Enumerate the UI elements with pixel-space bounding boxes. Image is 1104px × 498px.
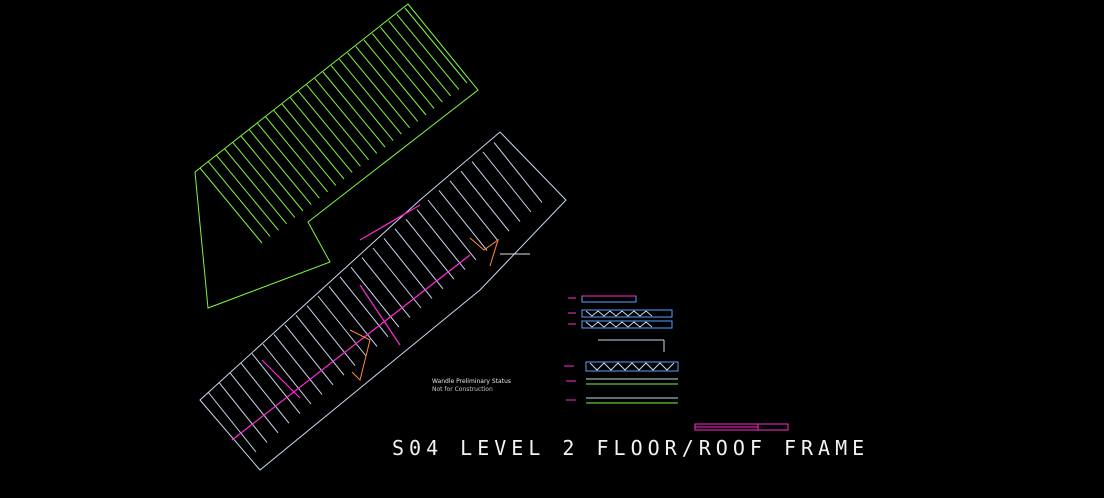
main-beam-line (231, 254, 471, 441)
upper-joist-line (240, 135, 304, 212)
detail-3-truss (585, 321, 653, 328)
upper-frame-outline (194, 3, 479, 309)
upper-joist-line (257, 122, 320, 199)
lower-frame-joists (207, 142, 543, 453)
lower-joist-line (438, 190, 488, 251)
detail-5-truss (589, 362, 675, 371)
lower-joist-line (328, 286, 378, 347)
scale-bar (694, 423, 789, 431)
lower-joist-line (317, 295, 367, 357)
lower-joist-line (427, 199, 477, 261)
upper-joist-line (207, 161, 271, 237)
upper-joist-line (289, 97, 353, 173)
stair-outline (469, 237, 499, 267)
upper-joist-line (314, 78, 378, 154)
lower-joist-line (273, 334, 323, 395)
lower-joist-line (416, 209, 466, 270)
sheet-title: S04 LEVEL 2 FLOOR/ROOF FRAME (392, 436, 870, 460)
upper-joist-line (396, 14, 460, 90)
void-outline (349, 329, 371, 381)
lower-joist-line (394, 228, 444, 290)
lower-joist-line (207, 391, 257, 453)
upper-joist-line (347, 52, 410, 129)
upper-frame-joists (199, 7, 468, 244)
lower-joist-line (284, 324, 334, 386)
secondary-beam-line (261, 359, 301, 399)
detail-2-truss (585, 310, 653, 317)
lower-frame-outline (199, 131, 567, 471)
upper-joist-line (339, 58, 402, 135)
upper-joist-line (273, 110, 337, 186)
lower-joist-line (449, 180, 499, 242)
upper-joist-line (371, 33, 435, 109)
lower-joist-line (460, 170, 510, 232)
upper-joist-line (248, 129, 312, 205)
lower-joist-line (251, 353, 301, 414)
upper-joist-line (404, 7, 468, 84)
upper-beam-line (359, 204, 421, 241)
upper-joist-line (363, 39, 427, 116)
detail-5 (585, 361, 679, 372)
upper-joist-line (380, 26, 443, 103)
upper-joist-line (330, 65, 394, 141)
lower-joist-line (493, 142, 543, 203)
upper-joist-line (232, 142, 296, 218)
lower-joist-line (482, 151, 532, 213)
detail-3 (581, 320, 673, 329)
lower-joist-line (405, 218, 455, 280)
upper-joist-line (298, 90, 361, 167)
upper-joist-line (199, 167, 263, 244)
detail-2 (581, 309, 673, 318)
lower-joist-line (339, 276, 389, 338)
lower-joist-line (471, 161, 521, 222)
status-note: Wandle Preliminary Status (432, 378, 512, 385)
lower-joist-line (240, 362, 290, 424)
upper-joist-line (265, 116, 328, 193)
detail-1 (581, 295, 637, 303)
section-details (564, 295, 679, 404)
upper-joist-line (388, 20, 451, 97)
stair-accents (349, 237, 530, 381)
upper-roof-frame (194, 3, 479, 309)
lower-joist-line (383, 238, 433, 299)
upper-joist-line (281, 103, 345, 180)
lower-joist-line (306, 305, 356, 366)
upper-joist-line (306, 84, 369, 161)
upper-joist-line (224, 148, 287, 225)
beam-lines (231, 204, 471, 441)
upper-joist-line (355, 46, 419, 122)
upper-joist-line (322, 71, 386, 148)
lower-floor-frame (199, 131, 567, 471)
lower-joist-line (262, 343, 312, 405)
upper-joist-line (216, 154, 279, 231)
cross-beam-line (359, 284, 401, 346)
construction-note: Not for Construction (432, 386, 493, 393)
lower-joist-line (350, 266, 400, 328)
lower-joist-line (229, 372, 279, 434)
lower-joist-line (218, 382, 268, 443)
lower-joist-line (361, 257, 411, 318)
lower-joist-line (295, 314, 345, 376)
lower-joist-line (372, 247, 422, 309)
